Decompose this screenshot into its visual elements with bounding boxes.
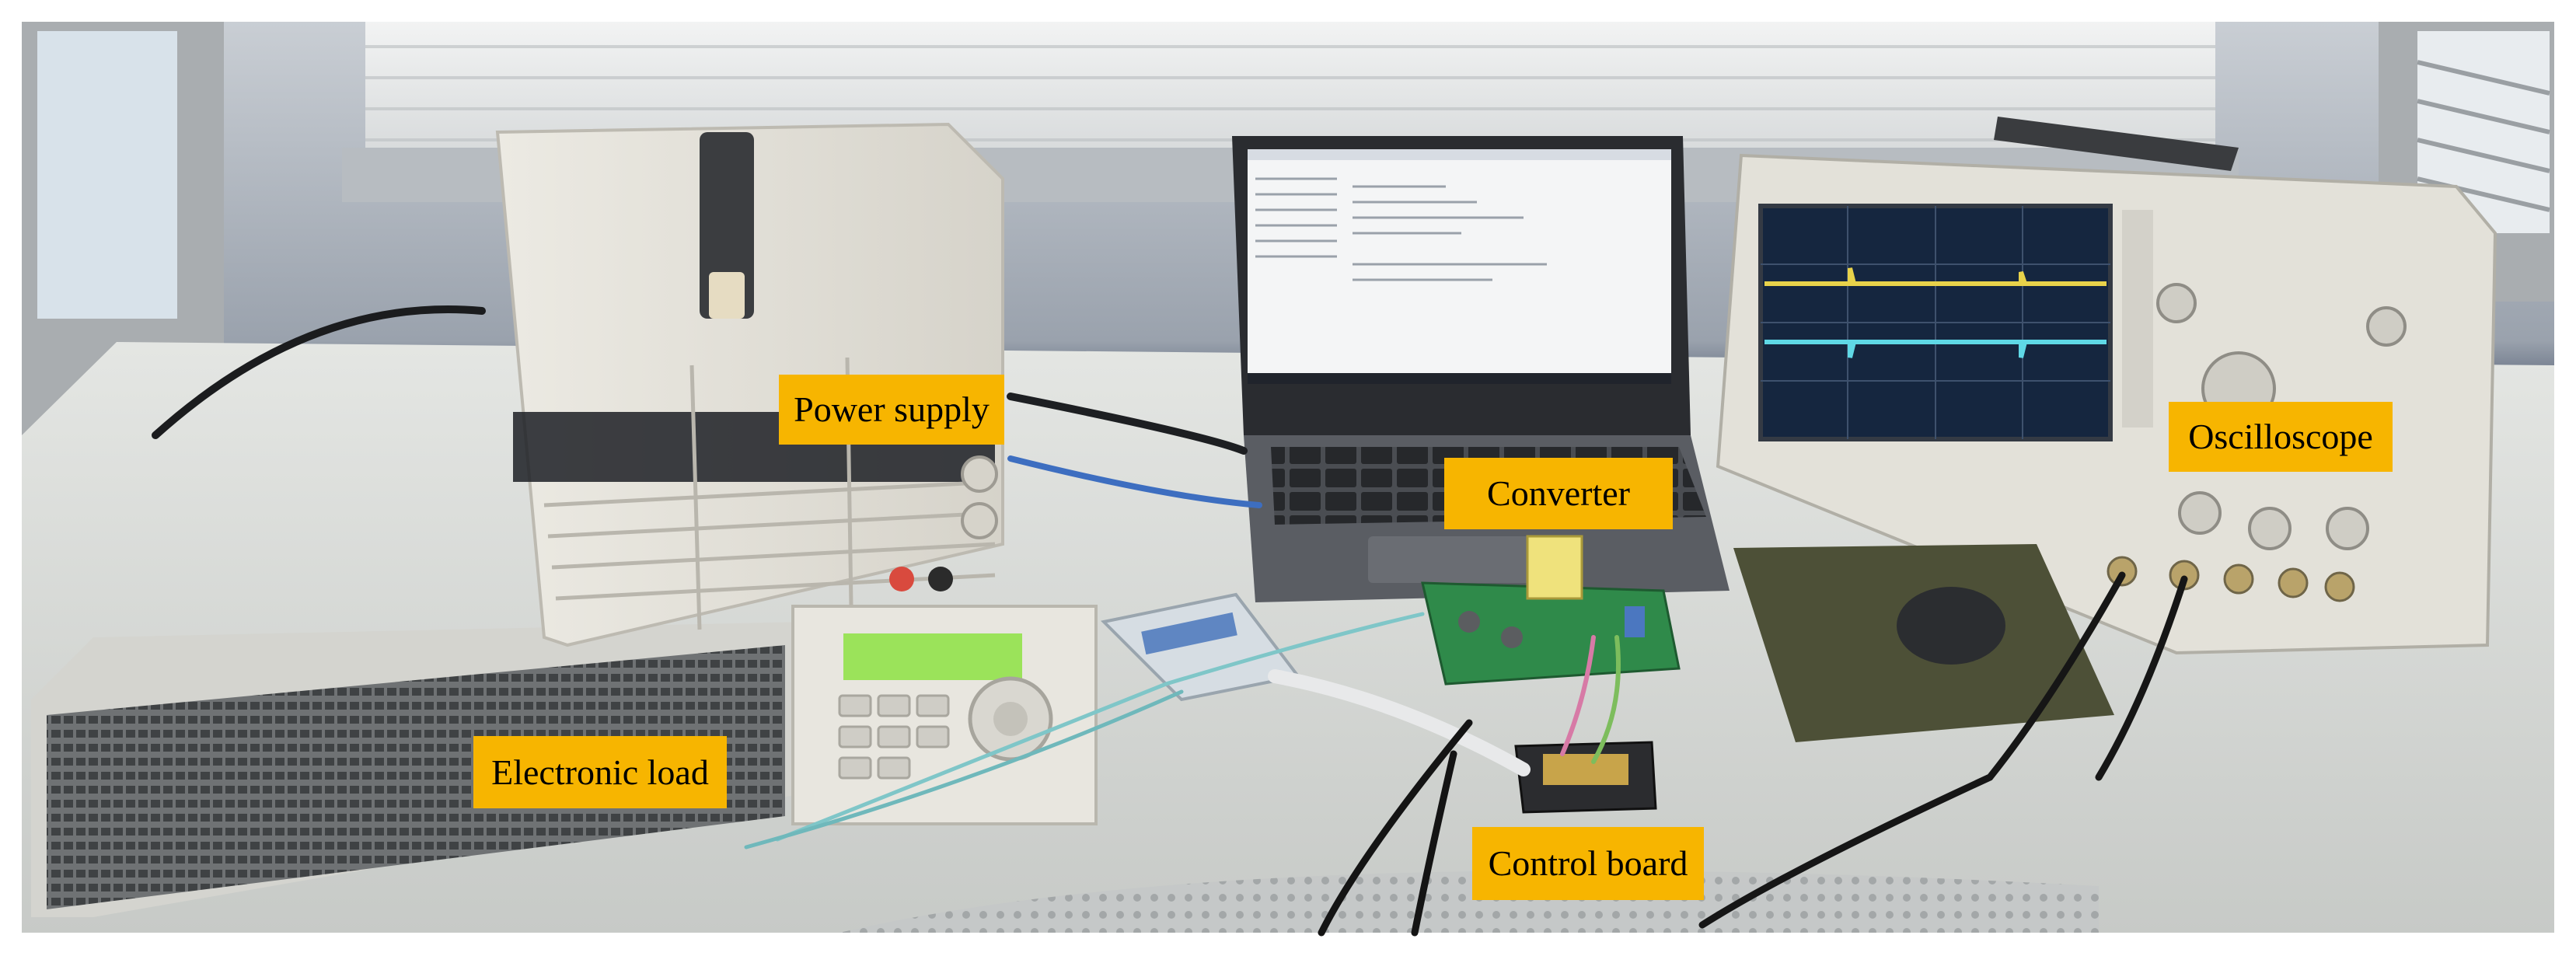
mouse [1897,587,2005,665]
trace-channel-2 [1764,340,2107,358]
oscilloscope-instrument [1716,117,2497,655]
oscilloscope-handle [1994,117,2239,171]
laptop-screen [1248,149,1671,382]
converter-label: Converter [1444,458,1673,529]
power-supply-label: Power supply [779,375,1004,445]
load-display [843,633,1022,680]
oscilloscope-label: Oscilloscope [2169,402,2393,472]
control-board-label: Control board [1472,827,1704,900]
power-supply-instrument [495,122,1004,647]
cables [152,305,2188,937]
control-board [1514,741,1657,814]
dsp-emulator [1100,592,1301,702]
electronic-load-instrument [31,605,1098,917]
electronic-load-label: Electronic load [473,736,727,808]
converter-board [1421,535,1681,686]
chair-back [839,871,2099,933]
laptop [1232,136,1730,602]
trace-channel-1 [1764,267,2107,286]
